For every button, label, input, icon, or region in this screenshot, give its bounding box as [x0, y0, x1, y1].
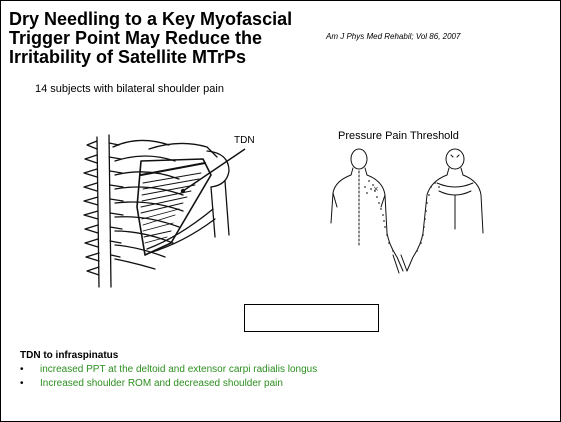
- list-item: • Increased shoulder ROM and decreased s…: [20, 377, 317, 391]
- findings-list: • increased PPT at the deltoid and exten…: [20, 363, 317, 391]
- findings-heading: TDN to infraspinatus: [20, 350, 118, 361]
- title-line-1: Dry Needling to a Key Myofascial: [9, 10, 309, 29]
- referred-pain-body-illustration: ×: [327, 147, 497, 277]
- title-line-2: Trigger Point May Reduce the: [9, 29, 309, 48]
- pressure-pain-threshold-title: Pressure Pain Threshold: [338, 130, 459, 142]
- finding-text: Increased shoulder ROM and decreased sho…: [40, 378, 283, 389]
- tdn-label: TDN: [234, 135, 255, 146]
- empty-text-box: [244, 304, 379, 332]
- subtitle: 14 subjects with bilateral shoulder pain: [35, 83, 224, 95]
- bullet-dot: •: [20, 363, 24, 377]
- list-item: • increased PPT at the deltoid and exten…: [20, 363, 317, 377]
- svg-text:×: ×: [373, 185, 379, 193]
- bullet-dot: •: [20, 377, 24, 391]
- finding-text: increased PPT at the deltoid and extenso…: [40, 364, 317, 375]
- citation: Am J Phys Med Rehabil; Vol 86, 2007: [326, 32, 460, 41]
- slide-title: Dry Needling to a Key Myofascial Trigger…: [9, 10, 309, 67]
- title-line-3: Irritability of Satellite MTrPs: [9, 48, 309, 67]
- shoulder-needling-illustration: [79, 127, 249, 297]
